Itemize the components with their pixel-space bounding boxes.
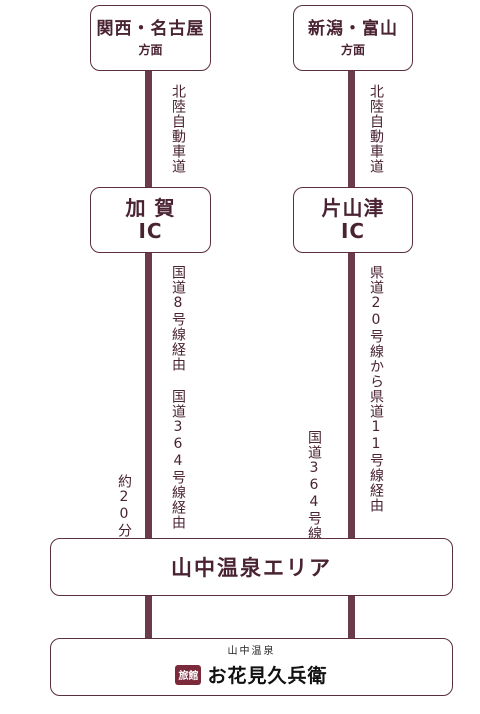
left-final-route-line: [145, 594, 152, 640]
right-final-route-line: [348, 594, 355, 640]
seal-text: 旅館: [178, 671, 199, 682]
origin-niigata-toyama: 新潟・富山 方面: [293, 5, 413, 71]
ic-left-name: 加 賀: [125, 196, 176, 220]
ic-kaga: 加 賀 IC: [90, 187, 211, 253]
origin-right-label: 新潟・富山: [308, 19, 398, 39]
left-lower-route-line: [145, 250, 152, 540]
origin-left-direction: 方面: [138, 43, 163, 57]
right-lower-route-line: [348, 250, 355, 540]
ic-katayamazu: 片山津 IC: [293, 187, 413, 253]
expressway-label-left: 北陸自動車道: [170, 84, 186, 174]
right-route-outer-label: 県道20号線から県道11号線経由: [368, 265, 384, 513]
right-route-inner-label: 国道364号線: [306, 430, 322, 541]
seal-icon: 旅館: [175, 664, 202, 685]
ryokan-name: お花見久兵衛: [207, 665, 328, 687]
ic-left-suffix: IC: [138, 219, 163, 243]
travel-time-label: 約20分: [116, 474, 132, 538]
origin-kansai-nagoya: 関西・名古屋 方面: [90, 5, 211, 71]
right-upper-route-line: [348, 70, 355, 188]
ic-right-name: 片山津: [321, 196, 385, 220]
left-route-label: 国道8号線経由 国道364号線経由: [170, 265, 186, 530]
left-upper-route-line: [145, 70, 152, 188]
logo-small-text: 山中温泉: [227, 646, 276, 657]
destination-label: 山中温泉エリア: [171, 556, 332, 580]
destination-yamanaka-onsen: 山中温泉エリア: [50, 538, 453, 596]
ryokan-logo-box: 山中温泉 旅館 お花見久兵衛: [50, 638, 453, 696]
origin-right-direction: 方面: [340, 43, 365, 57]
ic-right-suffix: IC: [340, 219, 366, 243]
expressway-label-right: 北陸自動車道: [368, 84, 384, 174]
origin-left-label: 関西・名古屋: [96, 19, 205, 39]
logo-row: 旅館 お花見久兵衛: [175, 661, 327, 688]
